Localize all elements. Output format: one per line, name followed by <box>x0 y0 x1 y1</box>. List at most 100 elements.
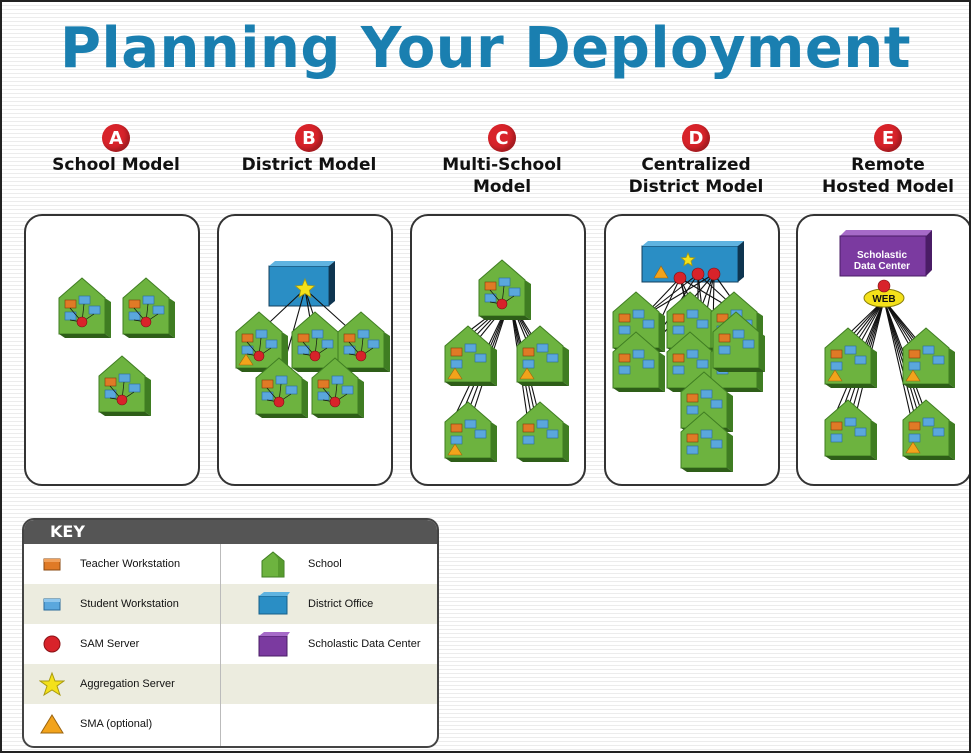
student-workstation-icon <box>450 359 463 369</box>
school-icon <box>712 311 765 372</box>
sma-icon <box>653 265 669 279</box>
teacher-workstation-icon <box>522 423 535 433</box>
model-label-e-line2: Hosted Model <box>822 177 954 197</box>
school-base <box>713 368 765 372</box>
key-label-teacher-workstation: Teacher Workstation <box>80 558 181 570</box>
teacher-workstation-icon <box>718 333 731 343</box>
student-workstation-icon <box>632 349 645 359</box>
model-badge-b: B <box>295 124 323 152</box>
data-center-icon <box>258 632 290 657</box>
multi-school-model-diagram <box>444 259 569 462</box>
student-workstation-icon <box>311 329 324 339</box>
key-row-shade <box>24 584 437 624</box>
model-label-d-line2: District Model <box>628 177 764 197</box>
sma-icon <box>447 367 463 380</box>
student-workstation-icon <box>275 375 288 385</box>
key-label-aggregation-server: Aggregation Server <box>80 678 175 690</box>
sma-icon <box>40 714 64 734</box>
student-workstation-icon <box>357 329 370 339</box>
district-office-icon-side <box>329 261 335 306</box>
student-workstation-icon <box>536 343 549 353</box>
teacher-workstation-icon <box>618 353 631 363</box>
teacher-workstation-icon <box>343 333 356 343</box>
student-workstation-icon <box>546 429 559 439</box>
teacher-workstation-icon <box>908 349 921 359</box>
teacher-workstation-icon <box>618 313 631 323</box>
student-workstation-icon <box>618 365 631 375</box>
web-label: WEB <box>872 294 895 305</box>
teacher-workstation-icon <box>672 353 685 363</box>
model-panel-b <box>217 214 393 486</box>
school-base <box>445 382 497 386</box>
student-workstation-icon <box>672 365 685 375</box>
student-workstation-icon <box>341 385 354 395</box>
school-base <box>338 368 390 372</box>
student-workstation-icon <box>43 598 61 611</box>
school-icon <box>516 325 569 386</box>
teacher-workstation-icon <box>128 299 141 309</box>
aggregation-server-icon <box>294 277 316 298</box>
key-item-sam-server: SAM Server <box>24 624 139 664</box>
student-workstation-icon <box>152 305 165 315</box>
school-side <box>949 420 955 460</box>
model-label-d: Centralized District Model <box>606 154 786 198</box>
student-workstation-icon <box>830 361 843 371</box>
teacher-workstation-icon <box>241 333 254 343</box>
school-icon <box>122 277 175 338</box>
school-base <box>312 414 364 418</box>
sam-server-icon <box>253 350 265 362</box>
sam-server-icon <box>273 396 285 408</box>
model-panel-a <box>24 214 200 486</box>
student-workstation-icon <box>255 329 268 339</box>
school-icon <box>58 277 111 338</box>
sma-icon <box>447 443 463 456</box>
key-item-district-office: District Office <box>238 584 373 624</box>
student-workstation-icon <box>844 345 857 355</box>
model-heading-e: E Remote Hosted Model <box>798 124 969 198</box>
district-office-icon <box>258 592 290 615</box>
data-center-side <box>926 230 932 276</box>
student-workstation-icon <box>700 429 713 439</box>
school-icon <box>902 399 955 460</box>
school-side <box>491 422 497 462</box>
school-icon <box>337 311 390 372</box>
student-workstation-icon <box>672 325 685 335</box>
model-label-a-line1: School Model <box>52 155 180 175</box>
model-badge-a: A <box>102 124 130 152</box>
student-workstation-icon <box>932 427 945 437</box>
sma-icon <box>905 369 921 382</box>
student-workstation-icon <box>321 339 334 349</box>
teacher-workstation-icon <box>686 393 699 403</box>
school-base <box>903 384 955 388</box>
key-item-teacher-workstation: Teacher Workstation <box>24 544 180 584</box>
student-workstation-icon <box>700 389 713 399</box>
model-badge-c: C <box>488 124 516 152</box>
student-workstation-icon <box>522 435 535 445</box>
data-center-icon <box>839 235 927 277</box>
school-base <box>59 334 111 338</box>
key-label-sam-server: SAM Server <box>80 638 140 650</box>
student-workstation-icon <box>830 433 843 443</box>
school-base <box>825 384 877 388</box>
model-label-a: School Model <box>26 154 206 176</box>
key-item-sma: SMA (optional) <box>24 704 152 744</box>
model-badge-e: E <box>874 124 902 152</box>
school-side <box>105 298 111 338</box>
key-item-aggregation-server: Aggregation Server <box>24 664 175 704</box>
school-side <box>949 348 955 388</box>
student-workstation-icon <box>732 329 745 339</box>
student-workstation-icon <box>508 287 521 297</box>
sma-icon <box>905 441 921 454</box>
student-workstation-icon <box>464 343 477 353</box>
connection-line <box>883 299 913 423</box>
school-icon <box>255 357 308 418</box>
student-workstation-icon <box>908 361 921 371</box>
school-side <box>525 280 531 320</box>
school-icon <box>824 327 877 388</box>
student-workstation-icon <box>450 435 463 445</box>
model-heading-b: B District Model <box>219 124 399 176</box>
student-workstation-icon <box>696 319 709 329</box>
